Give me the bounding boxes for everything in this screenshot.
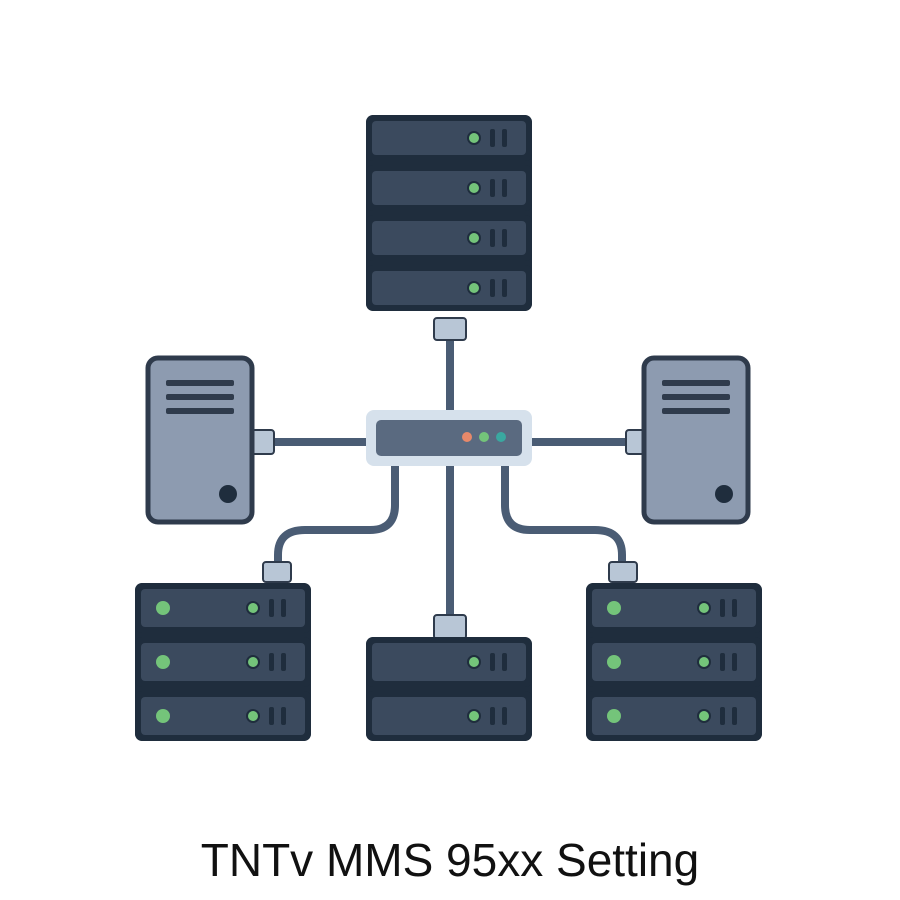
hub-face [376,420,522,456]
rack-unit-face [141,643,305,681]
vent-slot [720,653,725,671]
connector-top [433,317,467,341]
status-led [607,601,621,615]
connectors [251,317,649,640]
status-led [607,655,621,669]
vent-slot [502,279,507,297]
rack-unit [366,637,532,687]
vent-slot [269,707,274,725]
power-button [715,485,733,503]
vent-slot [490,653,495,671]
vent-slot [281,653,286,671]
rack-unit-face [141,589,305,627]
power-button [219,485,237,503]
rack-unit [586,637,762,687]
connector-bottom-right [608,561,638,583]
vent-slot [281,707,286,725]
vent-line [166,380,234,386]
rack-unit-face [372,643,526,681]
rack-frame [366,115,532,311]
rack-unit-face [372,121,526,155]
rack-unit [135,637,311,687]
vent-slot [502,653,507,671]
cable-bottom-left [274,465,399,568]
vent-slot [502,129,507,147]
rack-unit-face [372,271,526,305]
vent-line [166,394,234,400]
vent-line [662,408,730,414]
vent-slot [732,707,737,725]
rack-unit [366,115,532,161]
tower-server-icon [641,355,751,525]
connector-bottom-left [262,561,292,583]
vent-line [662,380,730,386]
server-rack-icon [366,637,532,741]
rack-unit [586,583,762,633]
status-led [697,601,711,615]
status-led [697,655,711,669]
status-led [467,181,481,195]
vent-line [662,394,730,400]
status-led [607,709,621,723]
network-switch-icon [366,410,532,466]
rack-unit-face [592,643,756,681]
vent-slot [490,229,495,247]
status-led [246,655,260,669]
status-led [467,655,481,669]
vent-slot [490,707,495,725]
status-led [467,231,481,245]
server-rack-icon [135,583,311,741]
rack-unit-face [372,697,526,735]
vent-slot [269,653,274,671]
connector-bottom-center [433,614,467,640]
rack-unit [135,583,311,633]
cables [270,335,630,620]
rack-unit-face [141,697,305,735]
rack-unit [366,691,532,741]
tower-server-icon [145,355,255,525]
rack-unit [366,265,532,311]
network-diagram [135,115,762,741]
vent-slot [502,229,507,247]
status-led [156,655,170,669]
status-led [246,601,260,615]
vent-slot [490,129,495,147]
vent-slot [502,179,507,197]
rack-unit [366,215,532,261]
status-led [246,709,260,723]
status-led [697,709,711,723]
rack-unit-face [592,697,756,735]
status-led [467,709,481,723]
status-led [467,281,481,295]
hub-led [462,432,472,442]
rack-unit-face [372,171,526,205]
hub-led [496,432,506,442]
vent-slot [490,279,495,297]
vent-slot [281,599,286,617]
vent-slot [502,707,507,725]
hub-led [479,432,489,442]
server-rack-icon [366,115,532,311]
rack-unit-face [372,221,526,255]
status-led [156,601,170,615]
connector-left [251,429,275,455]
diagram-caption: TNTv MMS 95xx Setting [200,834,700,886]
status-led [467,131,481,145]
rack-unit-face [592,589,756,627]
status-led [156,709,170,723]
cable-bottom-right [501,465,626,568]
vent-slot [269,599,274,617]
rack-unit [366,165,532,211]
vent-slot [720,599,725,617]
server-rack-icon [586,583,762,741]
rack-unit [586,691,762,741]
vent-slot [490,179,495,197]
rack-unit [135,691,311,741]
vent-line [166,408,234,414]
vent-slot [732,653,737,671]
vent-slot [720,707,725,725]
vent-slot [732,599,737,617]
